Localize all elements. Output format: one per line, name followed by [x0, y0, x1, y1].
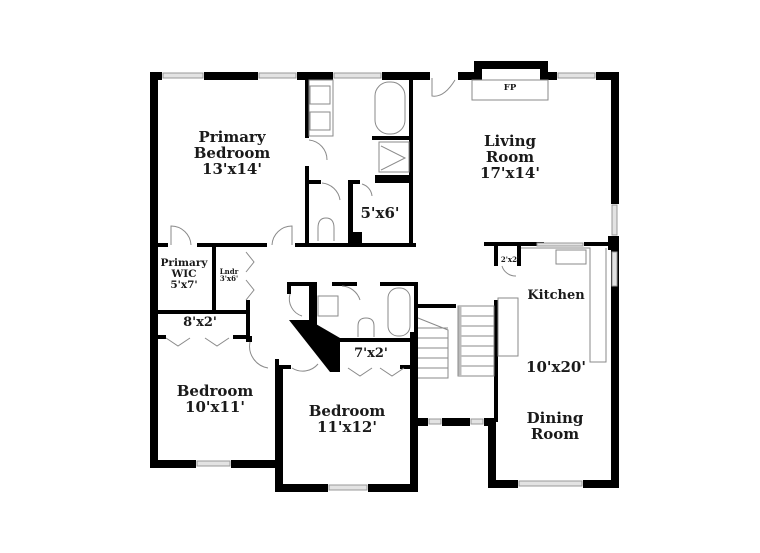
room-label-kitchen-dining-size: 10'x20': [526, 358, 586, 376]
room-name: Bedroom: [176, 382, 254, 400]
room-size: 13'x14': [202, 159, 262, 178]
room-size: 8'x2': [183, 315, 217, 330]
room-size: 7'x2': [354, 346, 388, 361]
room-name: Lndr: [219, 267, 239, 276]
interior-walls: [158, 78, 614, 422]
room-name: Bedroom: [308, 402, 386, 420]
room-size: 5'x6': [360, 204, 400, 222]
room-label-closet-8x2: 8'x2': [183, 316, 217, 330]
room-label-pantry: 2'x2': [500, 255, 520, 264]
room-name: Bedroom: [193, 143, 271, 162]
room-name: Dining: [526, 409, 584, 427]
room-label-dining-room: Dining Room: [526, 409, 584, 443]
room-size: 2'x2': [500, 255, 520, 264]
room-name: Room: [530, 424, 580, 443]
room-name: Primary: [160, 257, 208, 269]
room-size: 5'x7': [170, 279, 198, 292]
room-label-bedroom-3: Bedroom 11'x12': [308, 402, 386, 436]
room-name: WIC: [171, 268, 197, 281]
room-label-primary-wic: Primary WIC 5'x7': [160, 257, 208, 292]
room-label-primary-bedroom: Primary Bedroom 13'x14': [193, 128, 271, 178]
room-size: 10'x11': [185, 397, 245, 416]
room-size: 10'x20': [526, 358, 586, 376]
room-label-closet-7x2: 7'x2': [354, 347, 388, 361]
room-label-primary-bath-closet: 5'x6': [360, 204, 400, 222]
room-size: 3'x6': [219, 274, 239, 284]
room-label-bedroom-2: Bedroom 10'x11': [176, 382, 254, 416]
room-label-kitchen: Kitchen: [527, 289, 584, 303]
room-name: Room: [485, 147, 535, 166]
windows: [162, 72, 618, 491]
room-name: Primary: [198, 128, 266, 146]
room-name: Kitchen: [527, 288, 585, 303]
room-size: 11'x12': [317, 417, 377, 436]
fireplace: [471, 79, 549, 101]
fixtures: [165, 78, 607, 379]
stairs: [417, 305, 495, 379]
room-name: Living: [483, 132, 537, 150]
fireplace-text: FP: [503, 83, 517, 93]
room-label-living-room: Living Room 17'x14': [480, 132, 540, 182]
exterior-walls: [150, 61, 619, 492]
room-label-laundry: Lndr 3'x6': [220, 268, 239, 283]
room-size: 17'x14': [480, 163, 540, 182]
fireplace-label: FP: [504, 84, 516, 93]
